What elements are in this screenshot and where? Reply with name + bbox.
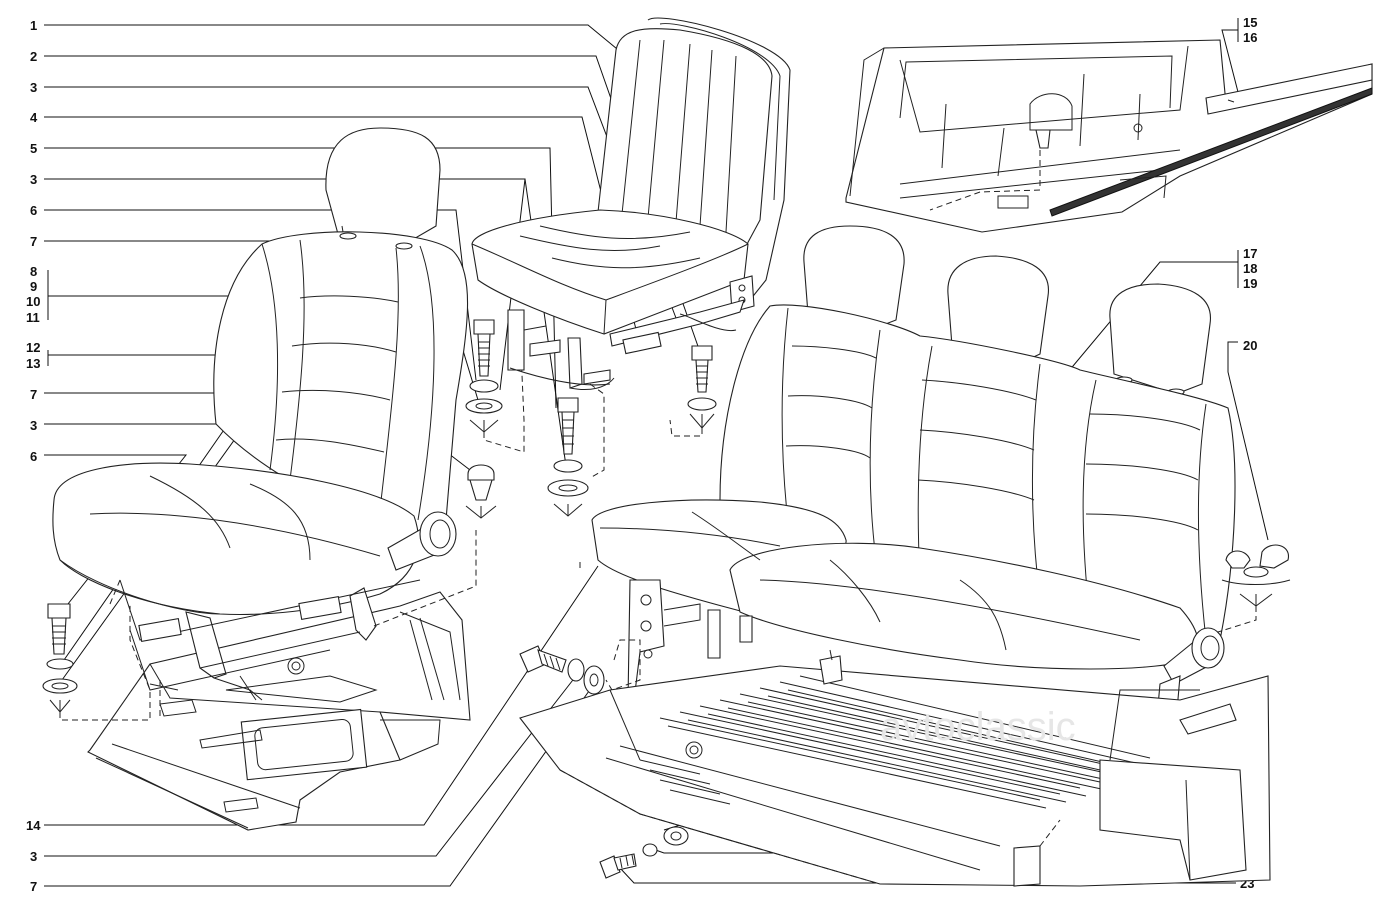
folding-seat-fasteners — [547, 345, 717, 517]
watermark: avtoclassic — [880, 705, 1076, 749]
callout-15: 15 — [1243, 15, 1257, 30]
callout-1: 1 — [30, 18, 37, 33]
front-seat — [52, 127, 469, 701]
rear-door-sill — [845, 39, 1373, 233]
callout-3b: 3 — [30, 172, 37, 187]
callout-10: 10 — [26, 294, 40, 309]
callout-7b: 7 — [30, 387, 37, 402]
callout-9: 9 — [30, 279, 37, 294]
folding-seat — [471, 17, 791, 391]
rear-bench-fasteners — [519, 544, 1291, 695]
floor-panel-left — [87, 591, 471, 831]
callout-4: 4 — [30, 110, 38, 125]
callout-17: 17 — [1243, 246, 1257, 261]
callout-6a: 6 — [30, 203, 37, 218]
callout-3a: 3 — [30, 80, 37, 95]
callout-13: 13 — [26, 356, 40, 371]
callout-19: 19 — [1243, 276, 1257, 291]
front-seat-fasteners — [42, 319, 525, 721]
callout-5: 5 — [30, 141, 37, 156]
callout-6b: 6 — [30, 449, 37, 464]
callout-20: 20 — [1243, 338, 1257, 353]
callout-2: 2 — [30, 49, 37, 64]
callout-7c: 7 — [30, 879, 37, 894]
callout-3c: 3 — [30, 418, 37, 433]
callout-18: 18 — [1243, 261, 1257, 276]
left-callouts: 1 2 3 4 5 3 6 7 8 9 10 11 12 13 7 3 6 14… — [26, 18, 41, 894]
floor-panel-right: avtoclassic — [519, 649, 1271, 887]
callout-12: 12 — [26, 340, 40, 355]
floor-fasteners — [599, 826, 689, 879]
callout-7a: 7 — [30, 234, 37, 249]
rear-bench-seat — [591, 225, 1236, 813]
callout-16: 16 — [1243, 30, 1257, 45]
callout-11: 11 — [26, 310, 40, 325]
callout-8: 8 — [30, 264, 37, 279]
callout-3d: 3 — [30, 849, 37, 864]
callout-14: 14 — [26, 818, 41, 833]
